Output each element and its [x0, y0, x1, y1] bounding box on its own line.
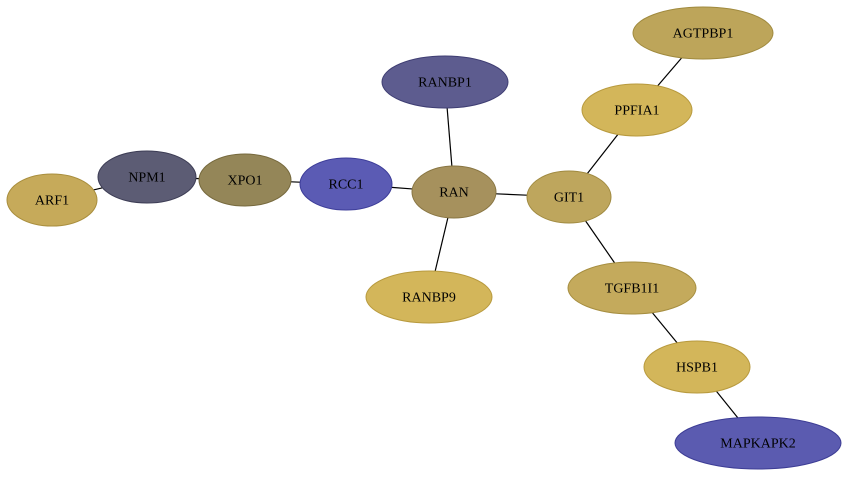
node-hspb1[interactable]: HSPB1 — [643, 340, 751, 394]
node-tgfb1i1[interactable]: TGFB1I1 — [567, 261, 697, 315]
node-label-xpo1: XPO1 — [227, 174, 262, 189]
node-shape-hspb1[interactable] — [643, 340, 751, 394]
edge-ran-ranbp9 — [434, 217, 449, 272]
node-git1[interactable]: GIT1 — [526, 170, 612, 224]
node-label-ran: RAN — [439, 186, 469, 201]
node-xpo1[interactable]: XPO1 — [198, 153, 292, 207]
node-label-mapkapk2: MAPKAPK2 — [720, 437, 795, 452]
node-rcc1[interactable]: RCC1 — [299, 157, 393, 211]
edge-ranbp1-ran — [446, 107, 453, 167]
node-label-arf1: ARF1 — [35, 194, 69, 209]
node-label-tgfb1i1: TGFB1I1 — [605, 282, 659, 297]
edge-hspb1-mapkapk2 — [715, 390, 739, 419]
node-shape-ranbp9[interactable] — [365, 270, 493, 324]
node-shape-agtpbp1[interactable] — [632, 6, 774, 60]
node-shape-rcc1[interactable] — [299, 157, 393, 211]
edge-rcc1-ran — [391, 186, 413, 190]
node-shape-tgfb1i1[interactable] — [567, 261, 697, 315]
node-npm1[interactable]: NPM1 — [97, 150, 197, 204]
node-ranbp1[interactable]: RANBP1 — [381, 55, 509, 109]
node-shape-xpo1[interactable] — [198, 153, 292, 207]
node-shape-ppfia1[interactable] — [581, 83, 693, 137]
edge-arf1-npm1 — [93, 187, 103, 191]
edge-tgfb1i1-hspb1 — [651, 312, 678, 344]
edge-git1-ppfia1 — [586, 134, 619, 174]
node-label-agtpbp1: AGTPBP1 — [673, 27, 734, 42]
node-agtpbp1[interactable]: AGTPBP1 — [632, 6, 774, 60]
node-label-ranbp9: RANBP9 — [402, 291, 456, 306]
node-shape-git1[interactable] — [526, 170, 612, 224]
edge-layer — [93, 57, 739, 419]
node-ranbp9[interactable]: RANBP9 — [365, 270, 493, 324]
node-label-rcc1: RCC1 — [328, 178, 363, 193]
node-label-npm1: NPM1 — [128, 171, 165, 186]
node-label-ppfia1: PPFIA1 — [614, 104, 659, 119]
node-ppfia1[interactable]: PPFIA1 — [581, 83, 693, 137]
node-shape-npm1[interactable] — [97, 150, 197, 204]
node-mapkapk2[interactable]: MAPKAPK2 — [674, 416, 842, 470]
edge-git1-tgfb1i1 — [585, 220, 616, 264]
node-shape-mapkapk2[interactable] — [674, 416, 842, 470]
edge-ppfia1-agtpbp1 — [657, 57, 683, 87]
node-shape-ran[interactable] — [411, 165, 497, 219]
node-shape-ranbp1[interactable] — [381, 55, 509, 109]
edge-ran-git1 — [495, 193, 528, 196]
node-arf1[interactable]: ARF1 — [6, 173, 98, 227]
node-shape-arf1[interactable] — [6, 173, 98, 227]
node-label-hspb1: HSPB1 — [676, 361, 718, 376]
node-label-git1: GIT1 — [554, 191, 584, 206]
node-label-ranbp1: RANBP1 — [418, 76, 472, 91]
node-ran[interactable]: RAN — [411, 165, 497, 219]
